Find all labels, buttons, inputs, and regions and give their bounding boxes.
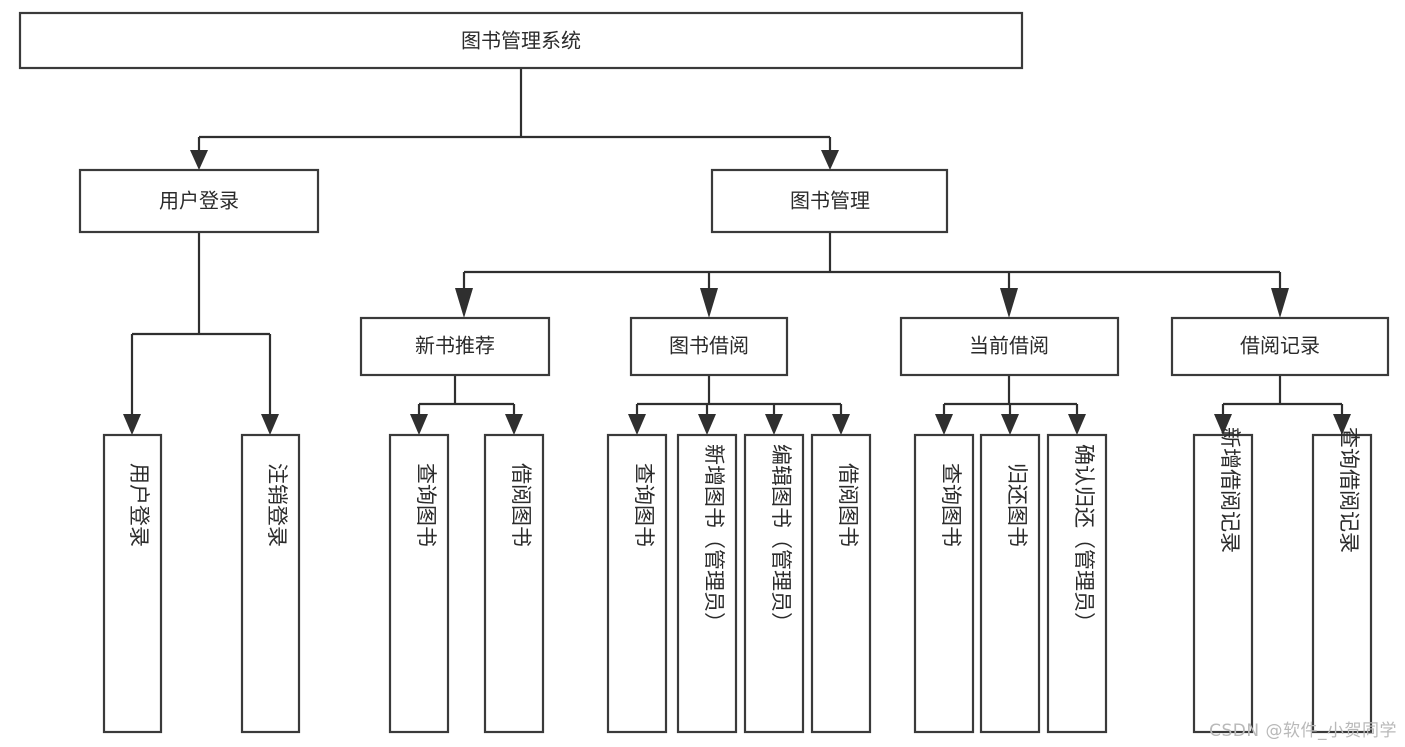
watermark-text: CSDN @软件_小贺同学 bbox=[1209, 721, 1397, 741]
leaf-bookborrow-borrow-book[interactable]: 借阅图书 bbox=[810, 433, 872, 734]
connectors-group bbox=[123, 68, 1351, 435]
leaf-logout-label: 注销登录 bbox=[265, 463, 289, 547]
node-new-book-recommend-label: 新书推荐 bbox=[415, 334, 495, 358]
arrow-head-borrowrecord-leaf-2 bbox=[1333, 414, 1351, 435]
leaf-bookborrow-add-book[interactable]: 新增图书（管理员） bbox=[676, 433, 738, 734]
arrow-head-book-manage bbox=[821, 150, 839, 170]
leaf-borrowrecord-query-record-label: 查询借阅记录 bbox=[1337, 427, 1361, 553]
leaf-currentborrow-confirm-return[interactable]: 确认归还（管理员） bbox=[1046, 433, 1108, 734]
leaf-bookborrow-query-book[interactable]: 查询图书 bbox=[606, 433, 668, 734]
leaf-logout[interactable]: 注销登录 bbox=[240, 433, 301, 734]
arrow-head-current-borrow bbox=[1000, 288, 1018, 318]
arrow-head-leaf-logout bbox=[261, 414, 279, 435]
node-user-login[interactable]: 用户登录 bbox=[78, 168, 320, 234]
arrow-head-new-book bbox=[455, 288, 473, 318]
leaf-user-login[interactable]: 用户登录 bbox=[102, 433, 163, 734]
arrow-head-bookborrow-leaf-4 bbox=[832, 414, 850, 435]
leaf-currentborrow-return-book[interactable]: 归还图书 bbox=[979, 433, 1041, 734]
arrow-head-newbook-leaf-1 bbox=[410, 414, 428, 435]
leaf-bookborrow-edit-book-label: 编辑图书（管理员） bbox=[769, 444, 793, 633]
leaf-bookborrow-edit-book[interactable]: 编辑图书（管理员） bbox=[743, 433, 805, 734]
node-book-borrow[interactable]: 图书借阅 bbox=[629, 316, 789, 377]
node-book-manage-label: 图书管理 bbox=[790, 189, 870, 213]
leaf-bookborrow-add-book-label: 新增图书（管理员） bbox=[702, 444, 726, 633]
leaf-borrowrecord-query-record[interactable]: 查询借阅记录 bbox=[1311, 427, 1373, 734]
arrow-head-newbook-leaf-2 bbox=[505, 414, 523, 435]
leaf-user-login-label: 用户登录 bbox=[127, 463, 151, 547]
leaf-currentborrow-query-book[interactable]: 查询图书 bbox=[913, 433, 975, 734]
leaf-borrowrecord-add-record[interactable]: 新增借阅记录 bbox=[1192, 427, 1254, 734]
arrow-head-currentborrow-leaf-3 bbox=[1068, 414, 1086, 435]
node-book-manage[interactable]: 图书管理 bbox=[710, 168, 949, 234]
leaf-newbook-query-book-label: 查询图书 bbox=[414, 463, 438, 547]
node-current-borrow-label: 当前借阅 bbox=[969, 334, 1049, 358]
leaf-newbook-query-book[interactable]: 查询图书 bbox=[388, 433, 450, 734]
arrow-head-bookborrow-leaf-1 bbox=[628, 414, 646, 435]
leaf-currentborrow-query-book-label: 查询图书 bbox=[939, 463, 963, 547]
node-root-system[interactable]: 图书管理系统 bbox=[18, 11, 1024, 70]
leaf-currentborrow-confirm-return-label: 确认归还（管理员） bbox=[1072, 444, 1096, 633]
arrow-head-currentborrow-leaf-2 bbox=[1001, 414, 1019, 435]
node-borrow-record-label: 借阅记录 bbox=[1240, 334, 1320, 358]
node-user-login-label: 用户登录 bbox=[159, 189, 239, 213]
leaf-borrowrecord-add-record-label: 新增借阅记录 bbox=[1218, 427, 1242, 553]
leaf-bookborrow-borrow-book-label: 借阅图书 bbox=[836, 463, 860, 547]
arrow-head-user-login bbox=[190, 150, 208, 170]
arrow-head-borrow-record bbox=[1271, 288, 1289, 318]
arrow-head-currentborrow-leaf-1 bbox=[935, 414, 953, 435]
node-new-book-recommend[interactable]: 新书推荐 bbox=[359, 316, 551, 377]
node-current-borrow[interactable]: 当前借阅 bbox=[899, 316, 1120, 377]
node-borrow-record[interactable]: 借阅记录 bbox=[1170, 316, 1390, 377]
leaf-bookborrow-query-book-label: 查询图书 bbox=[632, 463, 656, 547]
leaf-currentborrow-return-book-label: 归还图书 bbox=[1005, 463, 1029, 547]
arrow-head-borrowrecord-leaf-1 bbox=[1214, 414, 1232, 435]
leaf-newbook-borrow-book-label: 借阅图书 bbox=[509, 463, 533, 547]
arrow-head-bookborrow-leaf-3 bbox=[765, 414, 783, 435]
arrow-head-leaf-user-login bbox=[123, 414, 141, 435]
leaf-newbook-borrow-book[interactable]: 借阅图书 bbox=[483, 433, 545, 734]
node-root-label: 图书管理系统 bbox=[461, 29, 581, 53]
arrow-head-book-borrow bbox=[700, 288, 718, 318]
arrow-head-bookborrow-leaf-2 bbox=[698, 414, 716, 435]
node-book-borrow-label: 图书借阅 bbox=[669, 334, 749, 358]
